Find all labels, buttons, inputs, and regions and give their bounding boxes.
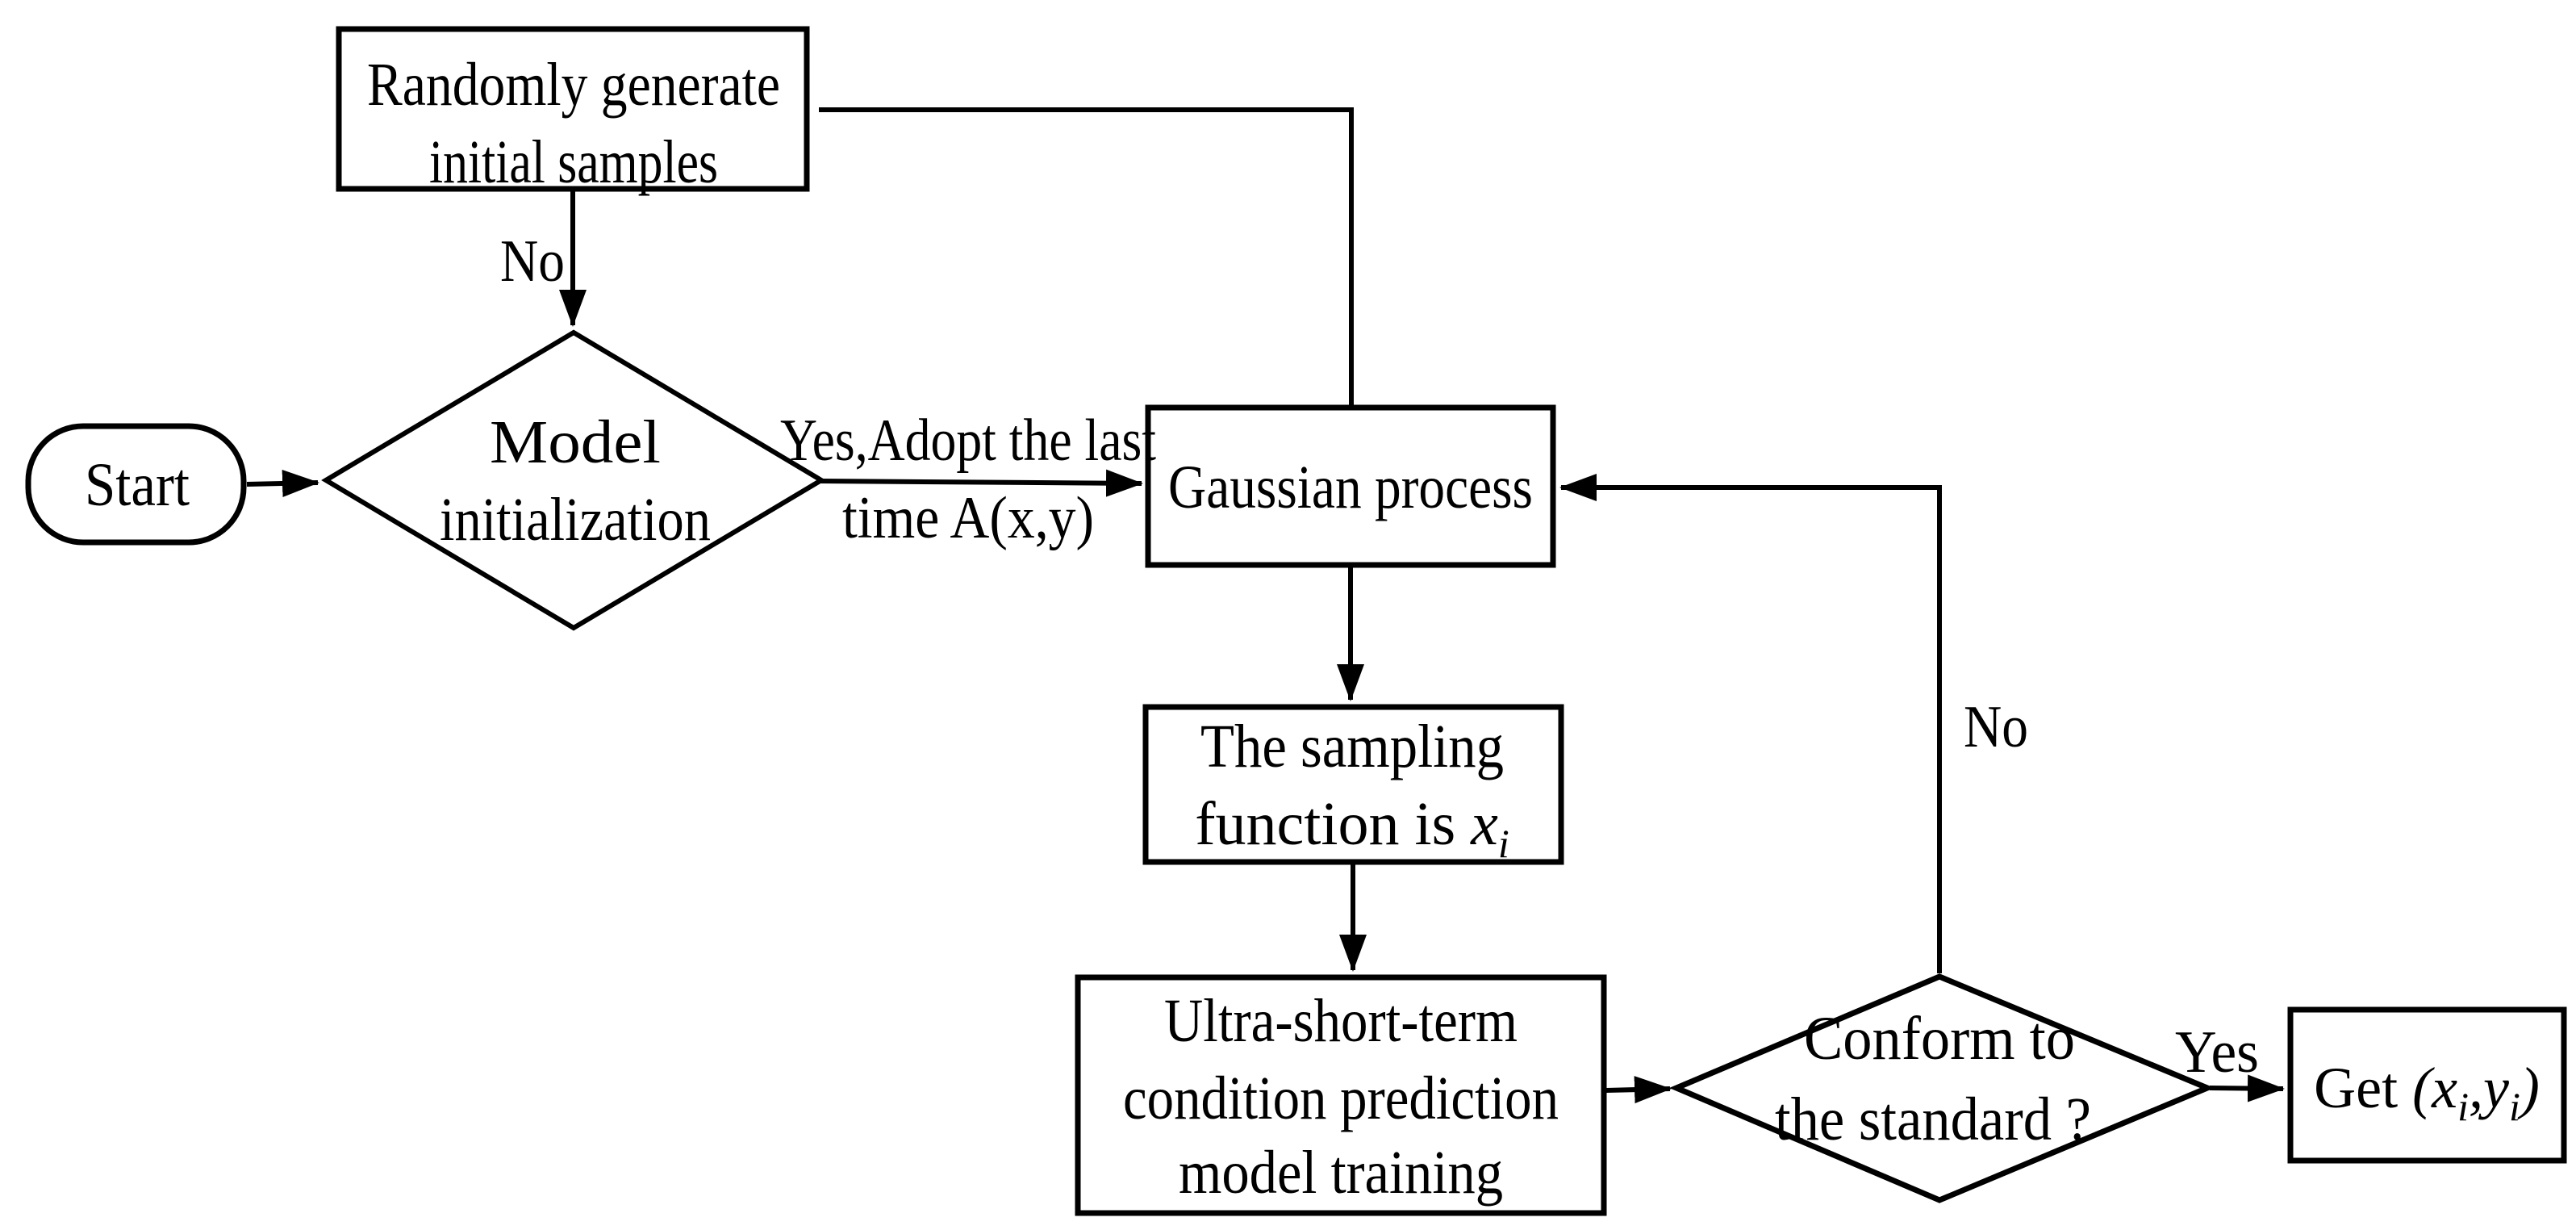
edge-conform-to-get xyxy=(2209,1074,2285,1102)
get-open-paren: ( xyxy=(2412,1056,2435,1120)
yes-get-label: Yes xyxy=(2175,1019,2259,1086)
conform-line1: Conform to xyxy=(1804,1005,2075,1073)
ultra-line3: model training xyxy=(1179,1139,1503,1207)
model-init-line1: Model xyxy=(490,408,661,476)
ultra-line1: Ultra-short-term xyxy=(1164,987,1518,1055)
edge-ultra-to-conform xyxy=(1605,1076,1672,1104)
get-comma: , xyxy=(2469,1056,2483,1120)
get-var-x-sub: i xyxy=(2457,1084,2469,1129)
start-terminator xyxy=(25,423,247,546)
random-samples-line2: initial samples xyxy=(429,128,718,196)
edge-start-to-modelinit xyxy=(246,470,319,497)
ultra-line2: condition prediction xyxy=(1123,1065,1559,1132)
ultra-box xyxy=(1075,974,1607,1216)
get-var-y-sub: i xyxy=(2509,1084,2520,1129)
get-close-paren: ) xyxy=(2517,1056,2540,1120)
get-var-x: x xyxy=(2431,1056,2457,1120)
gaussian-label: Gaussian process xyxy=(1168,454,1533,521)
model-init-line2: initialization xyxy=(440,486,711,554)
conform-line2: the standard ? xyxy=(1775,1086,2091,1153)
get-var-y: y xyxy=(2478,1056,2509,1120)
edge-modelinit-to-gaussian xyxy=(817,469,1143,497)
edge-randomsamples-to-gaussian xyxy=(819,107,1354,406)
start-label: Start xyxy=(85,451,190,519)
gaussian-box xyxy=(1145,404,1556,568)
sampling-line2: function is xi xyxy=(1195,790,1509,866)
sampling-var-x: x xyxy=(1470,790,1498,858)
no-init-label: No xyxy=(500,228,565,295)
sampling-box xyxy=(1142,704,1564,865)
random-samples-line1: Randomly generate xyxy=(367,51,780,119)
yes-adopt-label-line2: time A(x,y) xyxy=(842,485,1094,551)
edge-conform-to-gaussian-feedback xyxy=(1559,474,1942,973)
no-feedback-label: No xyxy=(1964,694,2028,760)
get-label: Get (xi,yi) xyxy=(2314,1056,2540,1129)
sampling-var-x-sub: i xyxy=(1498,821,1509,866)
conform-diamond xyxy=(1669,973,2215,1203)
sampling-line2-prefix: function is xyxy=(1195,790,1471,858)
get-box xyxy=(2287,1006,2567,1164)
get-prefix: Get xyxy=(2314,1056,2412,1120)
random-samples-box xyxy=(336,26,810,192)
sampling-line1: The sampling xyxy=(1200,713,1504,780)
yes-adopt-label-line1: Yes,Adopt the last xyxy=(780,408,1156,474)
model-init-diamond xyxy=(321,329,826,631)
